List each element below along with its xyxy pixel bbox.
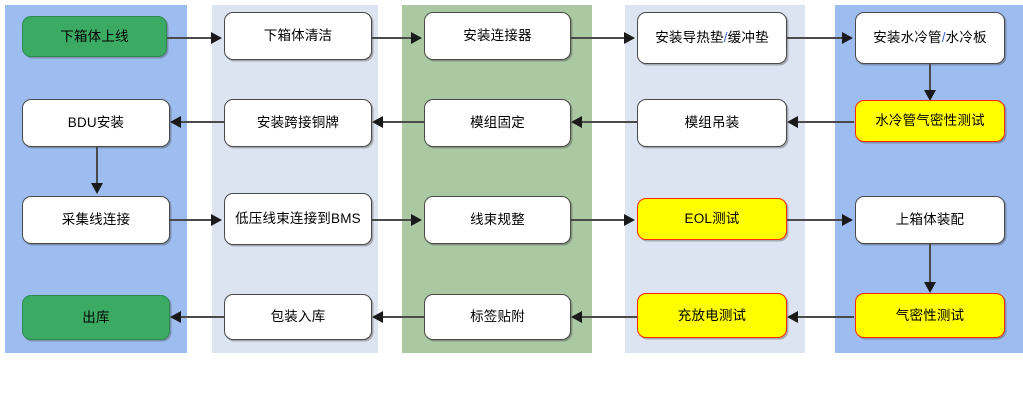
- edge-n3-n4: [571, 37, 626, 39]
- node-label: 包装入库: [270, 309, 326, 325]
- edge-n8-n9: [383, 121, 424, 123]
- edge-n12-n13: [372, 219, 413, 221]
- node-label: 标签贴附: [470, 309, 525, 325]
- node-label: EOL测试: [684, 211, 740, 227]
- arrowhead-left: [571, 116, 582, 128]
- node-label: 采集线连接: [61, 212, 131, 228]
- node-label: 安装水冷管/水冷板: [873, 30, 987, 46]
- node-label: 出库: [82, 309, 110, 325]
- edge-n6-n7: [797, 121, 854, 123]
- node-mozu-diaozhuang[interactable]: 模组吊装: [637, 99, 787, 147]
- node-label: 模组吊装: [684, 115, 740, 131]
- edge-n2-n3: [372, 37, 413, 39]
- arrowhead-left: [372, 116, 383, 128]
- arrowhead-down: [924, 282, 936, 293]
- node-shangxiangti-zhuangpei[interactable]: 上箱体装配: [855, 196, 1005, 244]
- edge-n16-n17: [797, 316, 854, 318]
- node-anzhuang-lianjieqi[interactable]: 安装连接器: [424, 12, 571, 60]
- edge-n14-n15: [787, 219, 844, 221]
- edge-n15-n16: [929, 244, 931, 284]
- node-biaoqian-tiefu[interactable]: 标签贴附: [424, 294, 571, 340]
- node-label: 充放电测试: [677, 307, 747, 323]
- edge-n1-n2: [167, 37, 213, 39]
- edge-n5-n6: [929, 64, 931, 92]
- node-label: 安装跨接铜牌: [256, 115, 340, 131]
- node-anzhuang-kuajie-tongpai[interactable]: 安装跨接铜牌: [224, 99, 372, 147]
- node-label: 气密性测试: [895, 307, 965, 323]
- edge-n9-n10: [181, 121, 224, 123]
- node-baozhuang-ruku[interactable]: 包装入库: [224, 294, 372, 340]
- arrowhead-down: [924, 90, 936, 101]
- node-shuilengguan-qimixing-ceshi[interactable]: 水冷管气密性测试: [855, 100, 1005, 142]
- node-xiaxiangti-qingjie[interactable]: 下箱体清洁: [224, 12, 372, 60]
- arrowhead-right: [411, 32, 422, 44]
- arrowhead-right: [842, 32, 853, 44]
- node-eol-ceshi[interactable]: EOL测试: [637, 198, 787, 240]
- edge-n11-n12: [170, 219, 213, 221]
- edge-n19-n20: [181, 316, 224, 318]
- arrowhead-left: [170, 116, 181, 128]
- edge-n18-n19: [383, 316, 424, 318]
- node-chongfangdian-ceshi[interactable]: 充放电测试: [637, 293, 787, 338]
- slash-separator: /: [941, 30, 946, 46]
- arrowhead-left: [170, 311, 181, 323]
- arrowhead-right: [624, 214, 635, 226]
- arrowhead-left: [571, 311, 582, 323]
- node-label: 线束规整: [470, 212, 525, 228]
- edge-n7-n8: [582, 121, 637, 123]
- node-qimixing-ceshi[interactable]: 气密性测试: [855, 293, 1005, 338]
- node-mozu-guding[interactable]: 模组固定: [424, 99, 571, 147]
- legend: 注： 主线流程 起/终点 检测工站: [0, 368, 1023, 414]
- arrowhead-right: [842, 214, 853, 226]
- node-label: 下箱体上线: [60, 28, 129, 44]
- arrowhead-left: [372, 311, 383, 323]
- node-label: 安装导热垫/缓冲垫: [655, 30, 769, 46]
- node-label: 上箱体装配: [895, 212, 965, 228]
- node-dixian-xianshu-bms[interactable]: 低压线束连接到BMS: [224, 193, 372, 245]
- node-label: 低压线束连接到BMS: [235, 211, 361, 227]
- arrowhead-left: [787, 116, 798, 128]
- arrowhead-down: [91, 183, 103, 194]
- node-label: BDU安装: [67, 115, 125, 131]
- node-label: 水冷管气密性测试: [875, 113, 985, 129]
- node-chuku[interactable]: 出库: [22, 295, 170, 340]
- arrowhead-right: [211, 214, 222, 226]
- edge-n10-n11: [96, 147, 98, 185]
- edge-n17-n18: [582, 316, 637, 318]
- node-label: 安装连接器: [463, 28, 532, 44]
- slash-separator: /: [723, 30, 728, 46]
- arrowhead-right: [624, 32, 635, 44]
- node-label: 下箱体清洁: [263, 28, 333, 44]
- node-xianshu-guizheng[interactable]: 线束规整: [424, 196, 571, 244]
- node-bdu-anzhuang[interactable]: BDU安装: [22, 99, 170, 147]
- arrowhead-right: [411, 214, 422, 226]
- edge-n4-n5: [787, 37, 844, 39]
- node-label: 模组固定: [470, 115, 525, 131]
- edge-n13-n14: [571, 219, 626, 221]
- node-caijixian-lianjie[interactable]: 采集线连接: [22, 196, 170, 244]
- arrowhead-left: [787, 311, 798, 323]
- node-xiaxiangti-shangxian[interactable]: 下箱体上线: [22, 16, 167, 57]
- node-anzhuang-daorediani[interactable]: 安装导热垫/缓冲垫: [637, 12, 787, 64]
- node-anzhuang-shuilengguan[interactable]: 安装水冷管/水冷板: [855, 12, 1005, 64]
- arrowhead-right: [211, 32, 222, 44]
